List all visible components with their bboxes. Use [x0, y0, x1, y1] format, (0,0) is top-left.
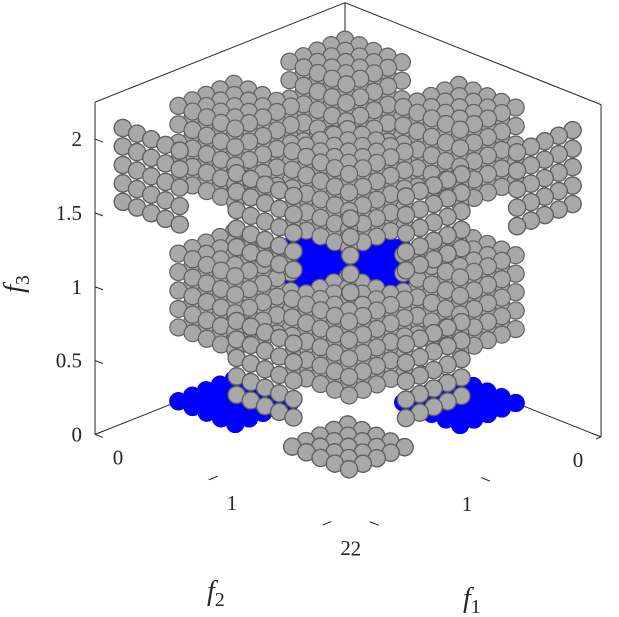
dominated-point	[170, 160, 189, 179]
dominated-point	[226, 267, 245, 286]
z-tick	[94, 212, 104, 217]
marker-layer	[113, 30, 582, 479]
dominated-point	[451, 268, 470, 287]
x-tick-label: 1	[227, 491, 238, 515]
z-tick-label: 1	[72, 275, 83, 299]
dominated-point	[451, 139, 470, 158]
y-tick-label: 2	[351, 536, 362, 560]
dominated-point	[507, 161, 527, 180]
dominated-point	[226, 285, 245, 304]
y-tick-label: 1	[462, 492, 473, 516]
tick-layer: 0 0.5 1 1.5 2 0 1 2 0 1 2	[56, 127, 602, 560]
dominated-point	[284, 260, 303, 279]
dominated-point	[396, 261, 416, 280]
y-tick	[369, 521, 380, 526]
dominated-point	[396, 187, 416, 206]
dominated-point	[396, 242, 416, 261]
dominated-point	[396, 205, 416, 225]
x-tick-label: 0	[113, 445, 124, 469]
y-tick	[480, 477, 491, 482]
dominated-point	[396, 408, 416, 428]
dominated-point	[339, 330, 359, 350]
dominated-point	[226, 119, 245, 138]
z-tick-label: 2	[72, 127, 83, 151]
dominated-point	[396, 335, 416, 354]
x-tick	[208, 475, 218, 481]
dominated-point	[284, 223, 303, 242]
dominated-point	[507, 143, 527, 162]
dominated-point	[507, 217, 527, 236]
dominated-point	[284, 353, 303, 372]
dominated-point	[284, 205, 303, 224]
dominated-point	[339, 312, 359, 331]
x-axis-label: f1	[463, 583, 481, 617]
dominated-point	[451, 120, 470, 139]
dominated-point	[284, 389, 303, 409]
dominated-point	[170, 178, 189, 197]
dominated-point	[226, 137, 245, 157]
z-tick-label: 1.5	[56, 201, 82, 225]
dominated-point	[339, 164, 359, 183]
axes-box-front	[595, 436, 602, 440]
z-tick-label: 0.5	[56, 349, 82, 373]
axis-edge	[344, 2, 602, 106]
z-tick	[94, 138, 104, 143]
dominated-point	[284, 371, 303, 390]
dominated-point	[339, 183, 359, 202]
dominated-point	[337, 93, 356, 112]
dominated-point	[170, 196, 189, 216]
dominated-point	[339, 367, 359, 387]
y-tick	[591, 432, 602, 438]
dominated-point	[339, 460, 359, 479]
dominated-point	[396, 372, 416, 391]
x-tick	[322, 521, 332, 526]
y-axis-label: f2	[207, 576, 225, 611]
dominated-point	[337, 75, 356, 94]
dominated-point	[284, 242, 303, 261]
dominated-point	[339, 349, 359, 368]
z-tick-label: 0	[72, 422, 83, 446]
dominated-point	[284, 408, 303, 427]
dominated-point	[396, 353, 416, 372]
y-tick-label: 0	[573, 448, 584, 472]
z-tick	[94, 360, 104, 365]
z-axis-label: f3	[0, 275, 34, 293]
pareto-point	[226, 414, 245, 433]
dominated-point	[507, 198, 527, 217]
dominated-point	[451, 286, 470, 305]
axis-label-layer: f1 f2 f3	[0, 275, 481, 617]
axis-edge	[595, 436, 602, 440]
dominated-point	[507, 180, 527, 199]
dominated-point	[339, 386, 359, 405]
dominated-point	[341, 227, 360, 247]
x-tick-label: 2	[340, 536, 351, 560]
z-tick	[94, 286, 104, 291]
dominated-point	[341, 283, 360, 302]
dominated-point	[284, 186, 303, 206]
axis-edge	[94, 2, 346, 103]
dominated-point	[284, 334, 303, 353]
dominated-point	[396, 224, 416, 243]
dominated-point	[341, 246, 360, 265]
z-tick	[94, 433, 104, 438]
dominated-point	[170, 141, 189, 160]
dominated-point	[170, 215, 189, 234]
dominated-point	[396, 390, 416, 409]
dominated-point	[341, 264, 360, 284]
pareto-point	[451, 416, 470, 435]
x-tick	[94, 430, 104, 435]
dominated-point	[341, 209, 360, 228]
